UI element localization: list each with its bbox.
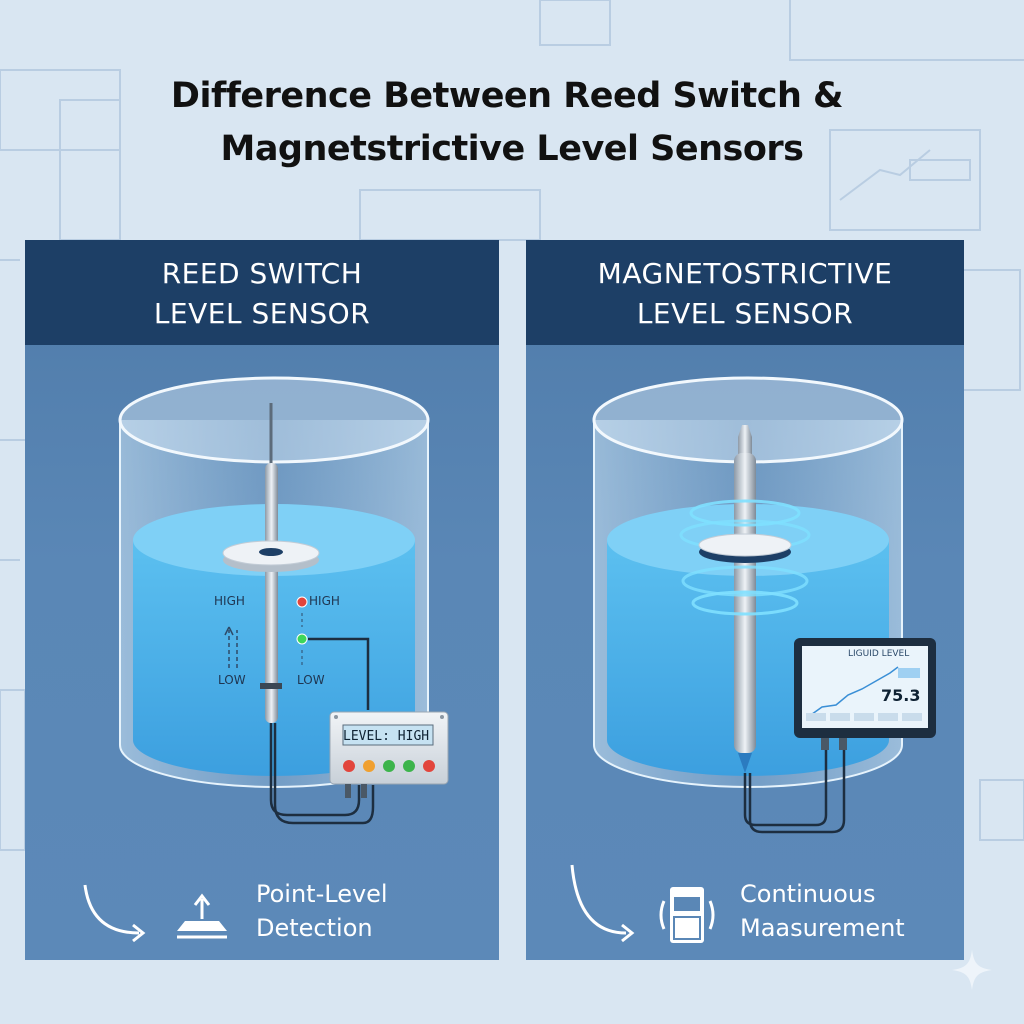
point-level-caption-line-1: Point-Level [256,880,388,908]
high-label-left: HIGH [214,594,245,608]
magneto-heading-line-1: MAGNETOSTRICTIVE [597,257,893,290]
screen-value: 75.3 [881,686,921,705]
screen-title: LIGUID LEVEL [848,649,910,659]
high-label-right: HIGH [309,594,340,608]
point-level-caption-line-2: Detection [256,914,373,942]
magnetostrictive-illustration [570,376,936,943]
curved-arrow-icon-right [570,864,627,935]
magneto-heading-line-2: LEVEL SENSOR [636,297,854,330]
reed-switch-panel: REED SWITCH LEVEL SENSOR [25,240,499,960]
magnetostrictive-panel: MAGNETOSTRICTIVE LEVEL SENSOR [526,240,964,960]
low-label-right: LOW [297,673,325,687]
magnetostrictive-heading: MAGNETOSTRICTIVE LEVEL SENSOR [526,240,964,345]
reed-switch-heading: REED SWITCH LEVEL SENSOR [25,240,499,345]
point-level-icon [177,893,227,939]
reed-heading-line-1: REED SWITCH [161,257,363,290]
reed-heading-line-2: LEVEL SENSOR [153,297,371,330]
continuous-caption-line-1: Continuous [740,880,876,908]
continuous-caption-line-2: Maasurement [740,914,905,942]
sparkle-icon [952,950,992,990]
point-level-caption: Point-Level Detection [256,877,388,945]
continuous-measurement-icon [659,887,715,943]
curved-arrow-icon [132,923,146,943]
level-display-text: LEVEL: HIGH [343,729,430,744]
low-label-left: LOW [218,673,246,687]
page-title-line-2: Magnetstrictive Level Sensors [220,129,804,169]
reed-switch-illustration [83,376,449,943]
page-title-line-1: Difference Between Reed Switch & [170,76,844,116]
continuous-measurement-caption: Continuous Maasurement [740,877,905,945]
